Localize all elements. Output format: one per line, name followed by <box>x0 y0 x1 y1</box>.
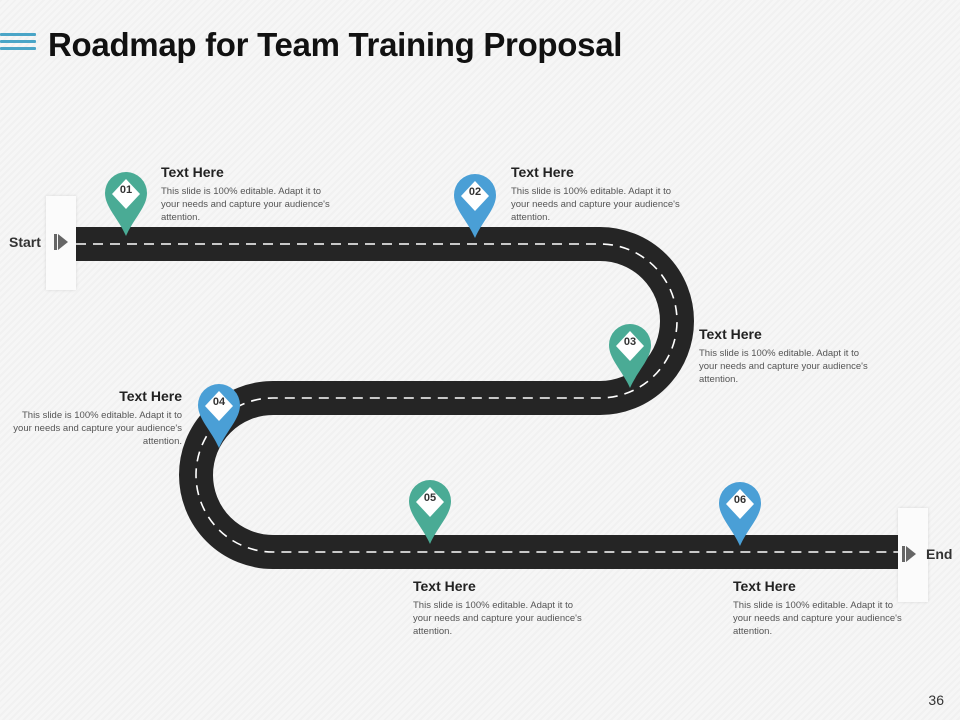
step-text: Text Here This slide is 100% editable. A… <box>699 326 869 386</box>
step-body: This slide is 100% editable. Adapt it to… <box>699 348 868 385</box>
title-lines-icon <box>0 33 36 54</box>
step-body: This slide is 100% editable. Adapt it to… <box>733 600 902 637</box>
step-number: 01 <box>119 184 133 196</box>
map-pin-icon: 06 <box>717 480 763 548</box>
step-number: 05 <box>423 492 437 504</box>
step-body: This slide is 100% editable. Adapt it to… <box>413 600 582 637</box>
page-number: 36 <box>928 692 944 708</box>
step-text: Text Here This slide is 100% editable. A… <box>511 164 681 224</box>
step-heading: Text Here <box>511 164 574 180</box>
step-heading: Text Here <box>733 578 796 594</box>
step-body: This slide is 100% editable. Adapt it to… <box>161 186 330 223</box>
end-label: End <box>926 546 953 562</box>
step-heading: Text Here <box>413 578 476 594</box>
step-text: Text Here This slide is 100% editable. A… <box>12 388 182 448</box>
step-text: Text Here This slide is 100% editable. A… <box>161 164 331 224</box>
step-body: This slide is 100% editable. Adapt it to… <box>511 186 680 223</box>
map-pin-icon: 04 <box>196 382 242 450</box>
step-text: Text Here This slide is 100% editable. A… <box>733 578 903 638</box>
step-number: 06 <box>733 494 747 506</box>
map-pin-icon: 05 <box>407 478 453 546</box>
step-text: Text Here This slide is 100% editable. A… <box>413 578 583 638</box>
step-number: 02 <box>468 186 482 198</box>
map-pin-icon: 03 <box>607 322 653 390</box>
page-title: Roadmap for Team Training Proposal <box>48 26 623 63</box>
map-pin-icon: 02 <box>452 172 498 240</box>
start-label: Start <box>9 234 41 250</box>
step-number: 03 <box>623 336 637 348</box>
step-body: This slide is 100% editable. Adapt it to… <box>13 410 182 447</box>
step-heading: Text Here <box>161 164 224 180</box>
step-number: 04 <box>212 396 226 408</box>
road-center-line <box>76 243 898 553</box>
start-arrow-icon <box>54 234 68 250</box>
step-heading: Text Here <box>699 326 762 342</box>
step-heading: Text Here <box>119 388 182 404</box>
map-pin-icon: 01 <box>103 170 149 238</box>
end-arrow-icon <box>902 546 916 562</box>
